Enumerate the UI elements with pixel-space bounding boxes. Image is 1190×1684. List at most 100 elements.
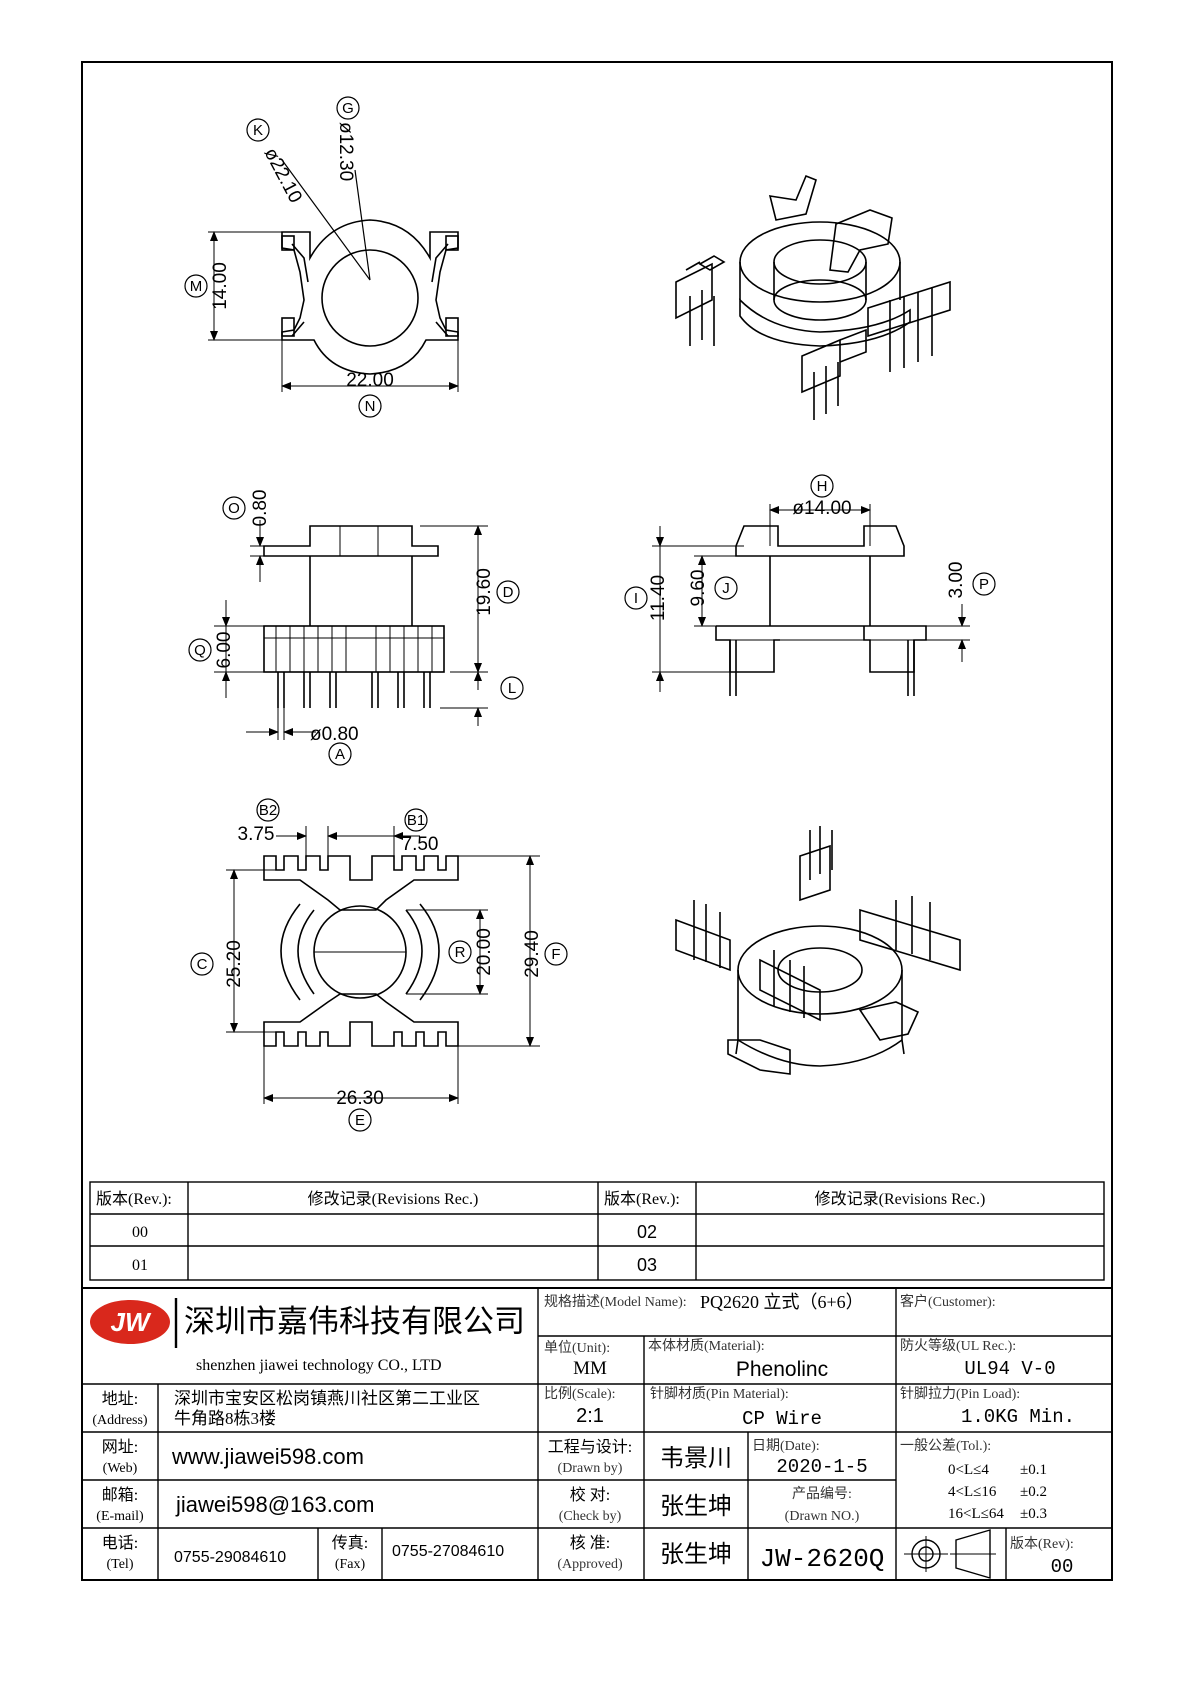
dim-N: 22.00 xyxy=(346,370,394,391)
dim-J: 9.60 xyxy=(688,570,709,607)
model-label: 规格描述(Model Name): xyxy=(544,1294,687,1310)
side-view xyxy=(652,504,970,696)
label-H: H xyxy=(817,478,828,495)
label-B2: B2 xyxy=(259,802,277,819)
address-label: 地址: xyxy=(102,1390,138,1408)
rec-header-right: 修改记录(Revisions Rec.) xyxy=(815,1190,986,1208)
company-name-cn: 深圳市嘉伟科技有限公司 xyxy=(184,1304,525,1339)
email-label: 邮箱: xyxy=(102,1486,138,1504)
rev-row-02: 02 xyxy=(637,1222,657,1242)
approved-label-en: (Approved) xyxy=(557,1557,623,1572)
logo-text: JW xyxy=(111,1307,152,1337)
unit-value: MM xyxy=(573,1358,607,1379)
email-link[interactable]: jiawei598@163.com xyxy=(175,1492,374,1517)
rev-label: 版本(Rev): xyxy=(1010,1536,1074,1552)
scale-value: 2:1 xyxy=(576,1405,604,1427)
rev-row-00: 00 xyxy=(132,1224,148,1241)
label-K: K xyxy=(253,122,263,139)
pin-material-label: 针脚材质(Pin Material): xyxy=(650,1386,789,1402)
label-Q: Q xyxy=(194,642,206,659)
label-D: D xyxy=(503,584,514,601)
check-label-en: (Check by) xyxy=(559,1509,622,1524)
drawing-number: JW-2620Q xyxy=(760,1544,885,1574)
web-label-en: (Web) xyxy=(103,1461,138,1476)
label-E: E xyxy=(355,1112,365,1129)
dim-G: ø12.30 xyxy=(335,122,356,181)
top-view xyxy=(208,159,459,392)
approved-by: 张生坤 xyxy=(660,1541,732,1568)
label-G: G xyxy=(342,100,354,117)
front-view xyxy=(214,520,488,740)
scale-label: 比例(Scale): xyxy=(544,1386,616,1402)
dim-K: ø22.10 xyxy=(260,144,306,206)
material-label: 本体材质(Material): xyxy=(648,1338,765,1354)
approved-label: 核 准: xyxy=(570,1534,610,1552)
isometric-view-top xyxy=(675,174,951,420)
label-B1: B1 xyxy=(407,812,425,829)
ul-label: 防火等级(UL Rec.): xyxy=(900,1337,1016,1354)
dim-H: ø14.00 xyxy=(792,498,851,519)
dim-I: 11.40 xyxy=(648,575,669,621)
rev-value: 00 xyxy=(1051,1556,1074,1578)
label-C: C xyxy=(197,956,208,973)
email-label-en: (E-mail) xyxy=(96,1509,144,1524)
model-value: PQ2620 立式（6+6） xyxy=(700,1292,864,1312)
bottom-view xyxy=(226,826,540,1104)
label-A: A xyxy=(335,746,345,763)
dim-F: 29.40 xyxy=(522,930,543,978)
drawn-by: 韦景川 xyxy=(660,1445,732,1472)
pin-load-value: 1.0KG Min. xyxy=(961,1406,1075,1428)
web-label: 网址: xyxy=(102,1438,138,1456)
dim-B2: 3.75 xyxy=(238,824,275,845)
rev-row-01: 01 xyxy=(132,1257,148,1274)
customer-label: 客户(Customer): xyxy=(900,1293,996,1310)
rev-row-03: 03 xyxy=(637,1255,657,1275)
drawn-no-label-en: (Drawn NO.) xyxy=(785,1509,860,1524)
pin-material-value: CP Wire xyxy=(742,1408,822,1430)
drawn-label: 工程与设计: xyxy=(548,1438,632,1456)
rev-header-right: 版本(Rev.): xyxy=(604,1190,680,1208)
revision-table xyxy=(89,1181,1105,1281)
address-line1: 深圳市宝安区松岗镇燕川社区第二工业区 xyxy=(174,1389,480,1408)
tel-label-en: (Tel) xyxy=(106,1557,133,1572)
tel-value: 0755-29084610 xyxy=(174,1549,286,1566)
label-N: N xyxy=(365,398,376,415)
dim-C: 25.20 xyxy=(224,940,245,988)
unit-label: 单位(Unit): xyxy=(544,1340,610,1356)
tol3-range: 16<L≤64 xyxy=(948,1506,1004,1522)
dim-R: 20.00 xyxy=(474,928,495,976)
label-F: F xyxy=(551,946,560,963)
tol1-value: ±0.1 xyxy=(1020,1462,1047,1478)
tol3-value: ±0.3 xyxy=(1020,1506,1047,1522)
label-L: L xyxy=(508,680,516,697)
dim-A: ø0.80 xyxy=(310,724,359,745)
date-label: 日期(Date): xyxy=(752,1438,820,1454)
web-link[interactable]: www.jiawei598.com xyxy=(171,1444,364,1469)
label-J: J xyxy=(722,580,730,597)
dim-O: 0.80 xyxy=(250,490,271,527)
material-value: Phenolinc xyxy=(736,1358,828,1381)
check-by: 张生坤 xyxy=(660,1493,732,1520)
tol1-range: 0<L≤4 xyxy=(948,1462,989,1478)
label-M: M xyxy=(190,278,203,295)
dim-D: 19.60 xyxy=(474,568,495,616)
label-I: I xyxy=(634,590,638,607)
rec-header-left: 修改记录(Revisions Rec.) xyxy=(308,1190,479,1208)
isometric-view-bottom xyxy=(675,826,961,1075)
label-P: P xyxy=(979,576,989,593)
dim-Q: 6.00 xyxy=(214,632,235,669)
title-block xyxy=(82,1287,1112,1580)
tel-label: 电话: xyxy=(102,1534,138,1552)
drawn-label-en: (Drawn by) xyxy=(558,1461,623,1476)
ul-value: UL94 V-0 xyxy=(964,1358,1055,1380)
fax-value: 0755-27084610 xyxy=(392,1543,504,1560)
dim-P: 3.00 xyxy=(946,562,967,599)
label-O: O xyxy=(228,500,240,517)
pin-load-label: 针脚拉力(Pin Load): xyxy=(900,1386,1020,1402)
tol2-range: 4<L≤16 xyxy=(948,1484,997,1500)
dim-B1: 7.50 xyxy=(402,834,439,855)
date-value: 2020-1-5 xyxy=(776,1456,867,1478)
dim-E: 26.30 xyxy=(336,1088,384,1109)
